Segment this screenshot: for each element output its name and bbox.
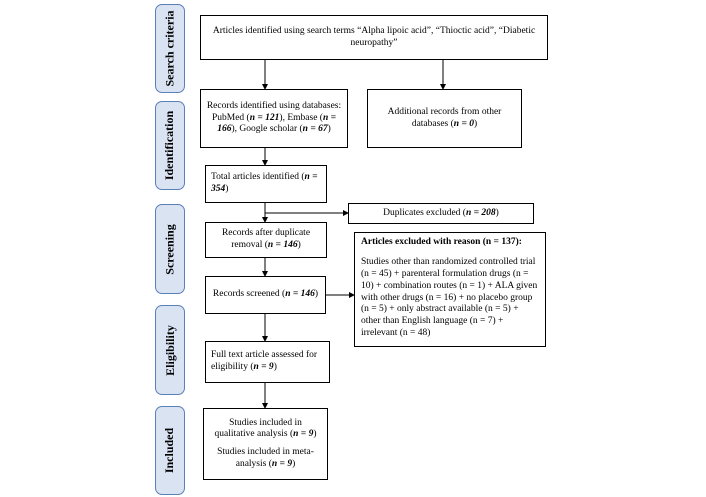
duplicates-box: Duplicates excluded (n = 208) [348,203,534,224]
excluded-reasons-title: Articles excluded with reason (n = 137): [361,237,522,247]
fulltext-text: Full text article assessed for eligibili… [211,350,318,372]
duplicates-text: Duplicates excluded (n = 208) [383,207,499,218]
additional-records-text: Additional records from other databases … [387,106,502,129]
databases-box: Records identified using databases: PubM… [200,89,348,148]
stage-identification: Identification [155,101,185,190]
after-duplicate-box: Records after duplicate removal (n = 146… [205,222,327,258]
total-articles-text: Total articles identified (n = 354) [211,172,318,194]
qualitative-text: Studies included in qualitative analysis… [214,417,317,440]
additional-records-box: Additional records from other databases … [367,89,522,148]
fulltext-box: Full text article assessed for eligibili… [205,341,330,383]
search-terms-box: Articles identified using search terms “… [200,15,548,60]
stage-screening: Screening [155,204,185,294]
search-terms-text: Articles identified using search terms “… [212,25,536,48]
stage-eligibility: Eligibility [155,305,185,395]
stage-search-criteria: Search criteria [155,4,185,93]
included-box: Studies included in qualitative analysis… [203,408,328,480]
meta-analysis-text: Studies included in meta-analysis (n = 9… [217,446,314,469]
after-duplicate-text: Records after duplicate removal (n = 146… [221,228,311,250]
databases-text: Records identified using databases: PubM… [206,100,342,135]
total-articles-box: Total articles identified (n = 354) [205,165,327,203]
stage-included: Included [155,406,185,495]
excluded-reasons-body: Studies other than randomized controlled… [361,256,538,339]
excluded-reasons-box: Articles excluded with reason (n = 137):… [354,232,546,347]
records-screened-text: Records screened (n = 146) [212,289,319,300]
records-screened-box: Records screened (n = 146) [205,276,326,314]
